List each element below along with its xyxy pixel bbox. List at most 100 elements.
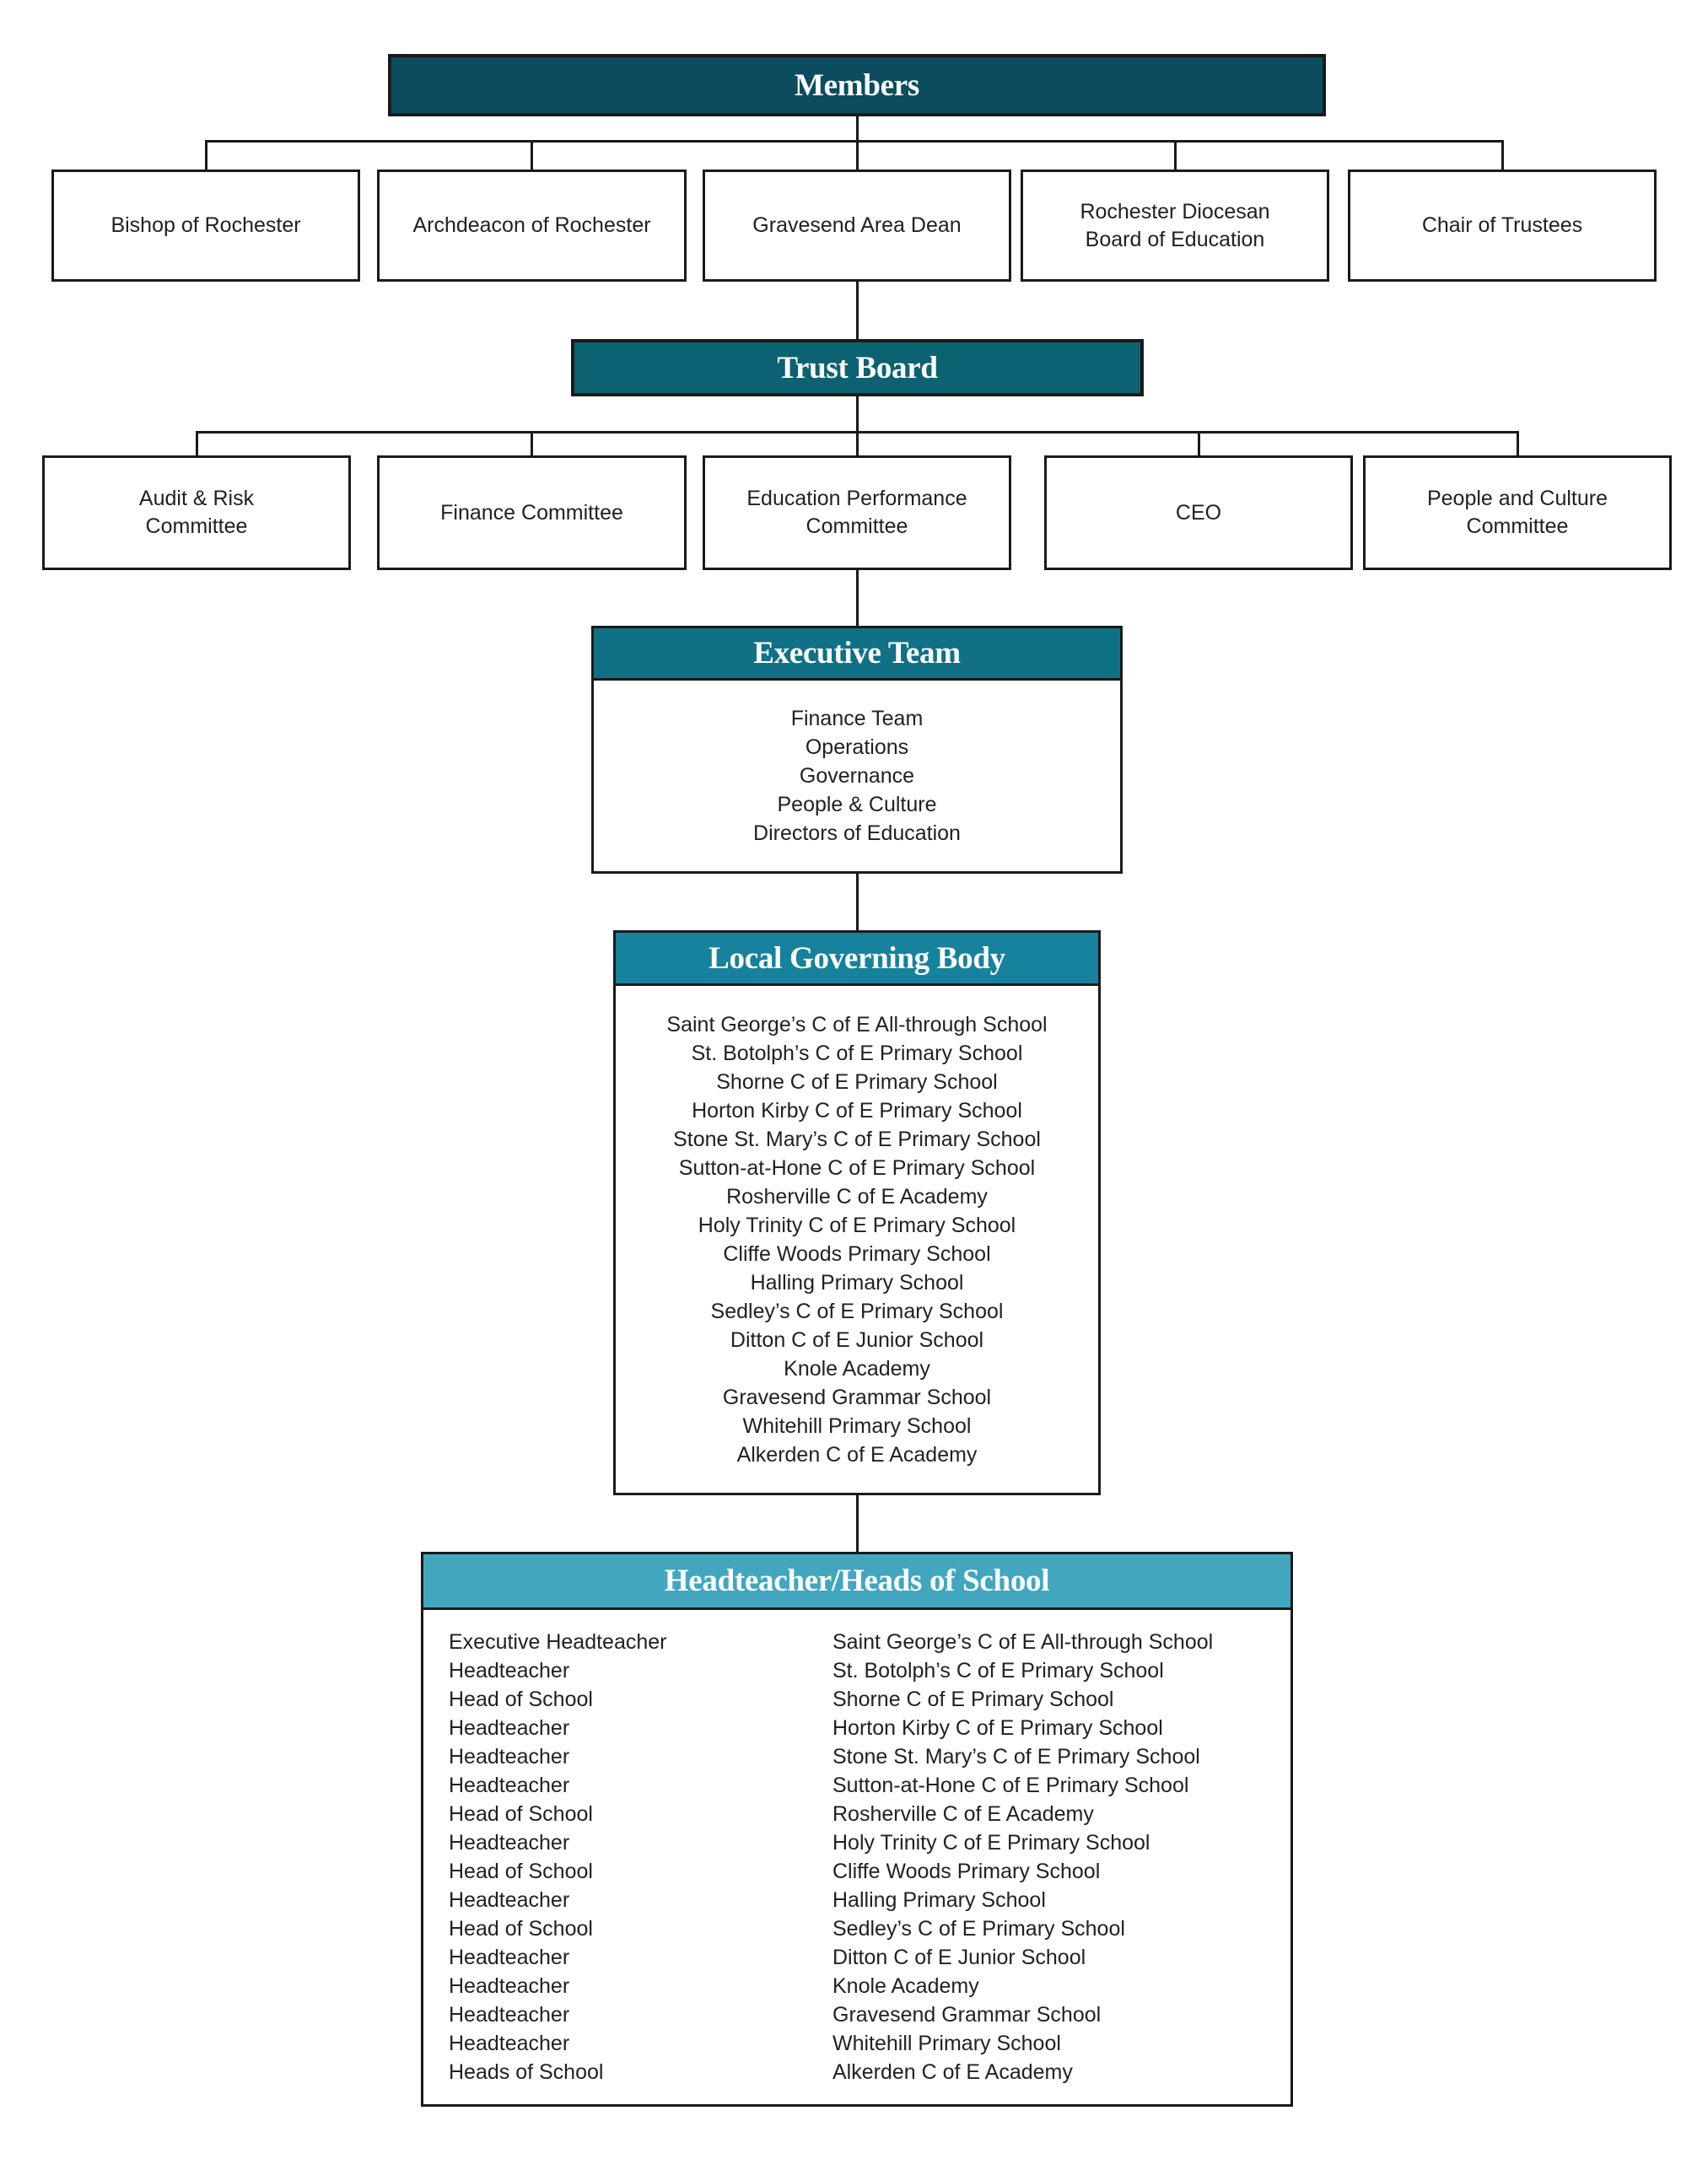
headteacher-row: Headteacher Whitehill Primary School bbox=[449, 2029, 1282, 2058]
connector-line bbox=[531, 433, 533, 455]
school-cell: Holy Trinity C of E Primary School bbox=[832, 1831, 1150, 1855]
executive-team-item: Governance bbox=[799, 764, 915, 788]
node-archdeacon-of-rochester: Archdeacon of Rochester bbox=[377, 170, 687, 282]
school-cell: Alkerden C of E Academy bbox=[832, 2060, 1073, 2084]
role-cell: Heads of School bbox=[449, 2060, 604, 2084]
school-cell: Rosherville C of E Academy bbox=[832, 1802, 1094, 1826]
school-item: Cliffe Woods Primary School bbox=[723, 1241, 991, 1266]
school-cell: Halling Primary School bbox=[832, 1888, 1046, 1912]
headteacher-row: Executive Headteacher Saint George’s C o… bbox=[449, 1628, 1282, 1656]
node-people-culture-committee: People and Culture Committee bbox=[1363, 455, 1672, 570]
role-cell: Headteacher bbox=[449, 1745, 570, 1769]
connector-line bbox=[196, 431, 1519, 433]
school-cell: Knole Academy bbox=[832, 1974, 979, 1998]
headteacher-row: Head of School Cliffe Woods Primary Scho… bbox=[449, 1857, 1282, 1886]
school-cell: Sedley’s C of E Primary School bbox=[832, 1917, 1125, 1941]
connector-line bbox=[1517, 433, 1519, 455]
school-item: Alkerden C of E Academy bbox=[736, 1442, 978, 1467]
connector-line bbox=[856, 282, 859, 339]
school-item: Saint George’s C of E All-through School bbox=[666, 1012, 1048, 1036]
local-governing-body-list: Saint George’s C of E All-through School… bbox=[616, 986, 1098, 1493]
connector-line bbox=[856, 874, 859, 930]
school-cell: St. Botolph’s C of E Primary School bbox=[832, 1659, 1164, 1683]
headteacher-row: Headteacher Knole Academy bbox=[449, 1972, 1282, 2000]
school-item: Horton Kirby C of E Primary School bbox=[692, 1098, 1022, 1123]
school-item: Halling Primary School bbox=[750, 1270, 964, 1295]
school-item: Knole Academy bbox=[784, 1356, 930, 1381]
headteacher-row: Headteacher Ditton C of E Junior School bbox=[449, 1943, 1282, 1972]
local-governing-body-panel: Local Governing Body Saint George’s C of… bbox=[613, 930, 1101, 1495]
node-rochester-diocesan-board: Rochester Diocesan Board of Education bbox=[1021, 170, 1329, 282]
school-cell: Horton Kirby C of E Primary School bbox=[832, 1716, 1163, 1740]
role-cell: Headteacher bbox=[449, 1659, 570, 1683]
node-ceo: CEO bbox=[1044, 455, 1353, 570]
headteacher-row: Headteacher Halling Primary School bbox=[449, 1886, 1282, 1914]
role-cell: Head of School bbox=[449, 1860, 593, 1883]
role-cell: Head of School bbox=[449, 1917, 593, 1941]
role-cell: Headteacher bbox=[449, 1888, 570, 1912]
headteacher-row: Head of School Sedley’s C of E Primary S… bbox=[449, 1914, 1282, 1943]
school-cell: Stone St. Mary’s C of E Primary School bbox=[832, 1745, 1200, 1769]
members-banner: Members bbox=[388, 54, 1326, 116]
connector-line bbox=[856, 143, 859, 170]
node-audit-risk-committee: Audit & Risk Committee bbox=[42, 455, 351, 570]
headteacher-row: Headteacher Stone St. Mary’s C of E Prim… bbox=[449, 1742, 1282, 1771]
headteacher-row: Headteacher St. Botolph’s C of E Primary… bbox=[449, 1656, 1282, 1685]
headteacher-row: Head of School Rosherville C of E Academ… bbox=[449, 1800, 1282, 1828]
school-item: Shorne C of E Primary School bbox=[716, 1069, 998, 1094]
executive-team-item: Operations bbox=[805, 735, 909, 759]
connector-line bbox=[1174, 143, 1177, 170]
role-cell: Head of School bbox=[449, 1688, 593, 1711]
executive-team-item: Finance Team bbox=[790, 707, 924, 730]
connector-line bbox=[531, 143, 533, 170]
headteacher-row: Headteacher Holy Trinity C of E Primary … bbox=[449, 1828, 1282, 1857]
school-item: Sutton-at-Hone C of E Primary School bbox=[678, 1155, 1036, 1180]
connector-line bbox=[856, 1495, 859, 1552]
school-item: Ditton C of E Junior School bbox=[730, 1327, 984, 1352]
headteacher-row: Headteacher Sutton-at-Hone C of E Primar… bbox=[449, 1771, 1282, 1800]
executive-team-item: Directors of Education bbox=[753, 821, 961, 845]
connector-line bbox=[856, 116, 859, 141]
school-cell: Sutton-at-Hone C of E Primary School bbox=[832, 1774, 1189, 1797]
local-governing-body-banner: Local Governing Body bbox=[616, 933, 1098, 986]
school-item: Holy Trinity C of E Primary School bbox=[698, 1213, 1016, 1237]
node-finance-committee: Finance Committee bbox=[377, 455, 687, 570]
school-item: Whitehill Primary School bbox=[742, 1413, 972, 1438]
role-cell: Executive Headteacher bbox=[449, 1630, 667, 1654]
connector-line bbox=[856, 433, 859, 455]
trust-board-banner: Trust Board bbox=[571, 339, 1144, 396]
school-cell: Whitehill Primary School bbox=[832, 2032, 1061, 2055]
executive-team-list: Finance Team Operations Governance Peopl… bbox=[594, 681, 1120, 871]
connector-line bbox=[205, 140, 1504, 143]
executive-team-panel: Executive Team Finance Team Operations G… bbox=[591, 626, 1123, 874]
headteacher-row: Head of School Shorne C of E Primary Sch… bbox=[449, 1685, 1282, 1714]
school-item: St. Botolph’s C of E Primary School bbox=[691, 1041, 1023, 1065]
role-cell: Headteacher bbox=[449, 2003, 570, 2027]
connector-line bbox=[1501, 143, 1504, 170]
role-cell: Headteacher bbox=[449, 1774, 570, 1797]
node-bishop-of-rochester: Bishop of Rochester bbox=[51, 170, 360, 282]
school-item: Gravesend Grammar School bbox=[722, 1385, 992, 1409]
connector-line bbox=[205, 143, 207, 170]
headteacher-row: Heads of School Alkerden C of E Academy bbox=[449, 2058, 1282, 2086]
role-cell: Head of School bbox=[449, 1802, 593, 1826]
headteachers-banner: Headteacher/Heads of School bbox=[423, 1554, 1290, 1610]
school-cell: Gravesend Grammar School bbox=[832, 2003, 1102, 2027]
headteachers-panel: Headteacher/Heads of School Executive He… bbox=[421, 1552, 1293, 2107]
role-cell: Headteacher bbox=[449, 1974, 570, 1998]
headteacher-row: Headteacher Gravesend Grammar School bbox=[449, 2000, 1282, 2029]
connector-line bbox=[1198, 433, 1200, 455]
node-education-performance-committee: Education Performance Committee bbox=[703, 455, 1011, 570]
school-cell: Saint George’s C of E All-through School bbox=[832, 1630, 1214, 1654]
role-cell: Headteacher bbox=[449, 1946, 570, 1969]
node-chair-of-trustees: Chair of Trustees bbox=[1348, 170, 1657, 282]
school-item: Sedley’s C of E Primary School bbox=[710, 1299, 1004, 1323]
headteachers-table: Executive Headteacher Saint George’s C o… bbox=[423, 1610, 1290, 2104]
connector-line bbox=[856, 570, 859, 626]
headteacher-row: Headteacher Horton Kirby C of E Primary … bbox=[449, 1714, 1282, 1742]
school-cell: Shorne C of E Primary School bbox=[832, 1688, 1114, 1711]
school-item: Stone St. Mary’s C of E Primary School bbox=[673, 1127, 1041, 1151]
role-cell: Headteacher bbox=[449, 1716, 570, 1740]
connector-line bbox=[856, 396, 859, 431]
connector-line bbox=[196, 433, 198, 455]
